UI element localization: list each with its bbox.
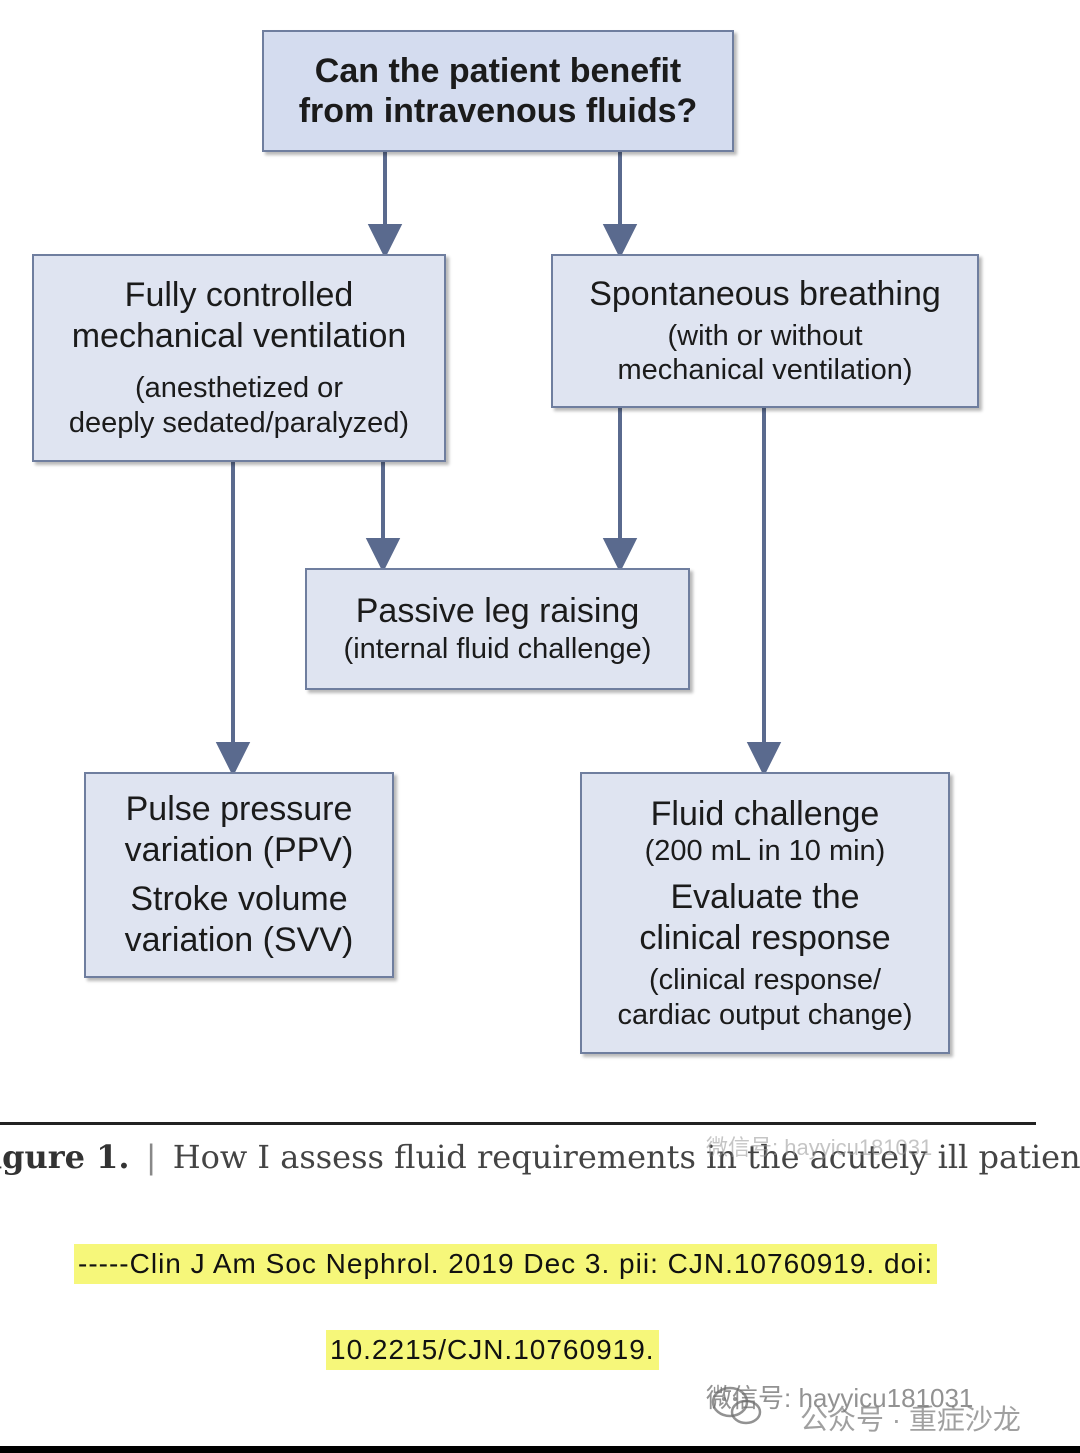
- evaluate-note-1: (clinical response/: [648, 963, 882, 996]
- caption-text: How I assess fluid requirements in the a…: [172, 1138, 1080, 1176]
- fluid-challenge-title: Fluid challenge: [650, 794, 880, 833]
- bottom-watermark-account: 公众号 · 重症沙龙: [800, 1404, 1021, 1435]
- citation-line-1: -----Clin J Am Soc Nephrol. 2019 Dec 3. …: [74, 1244, 938, 1284]
- bottom-watermark-id: 微信号: hayyicu181031: [706, 1383, 974, 1413]
- fully-controlled-box: Fully controlled mechanical ventilation …: [32, 254, 446, 462]
- flow-arrows: [215, 152, 782, 777]
- figure-label: igure 1.: [0, 1138, 130, 1176]
- svv-line-2: variation (SVV): [124, 920, 354, 959]
- caption-divider: [0, 1122, 1036, 1125]
- spontaneous-breathing-box: Spontaneous breathing (with or without m…: [551, 254, 979, 408]
- evaluate-note-2: cardiac output change): [617, 998, 913, 1031]
- passive-leg-note: (internal fluid challenge): [343, 633, 652, 665]
- spontaneous-note-1: (with or without: [667, 319, 863, 352]
- evaluate-line-1: Evaluate the: [670, 878, 860, 917]
- passive-leg-raising-box: Passive leg raising (internal fluid chal…: [305, 568, 690, 690]
- spontaneous-title: Spontaneous breathing: [589, 274, 941, 313]
- caption-separator: |: [145, 1138, 157, 1176]
- passive-leg-title: Passive leg raising: [355, 592, 640, 631]
- fully-controlled-title-1: Fully controlled: [124, 276, 354, 315]
- fully-controlled-note-1: (anesthetized or: [135, 372, 343, 404]
- svv-line-1: Stroke volume: [130, 880, 348, 918]
- fully-controlled-note-2: deeply sedated/paralyzed): [68, 406, 410, 439]
- citation-line-2: 10.2215/CJN.10760919.: [326, 1330, 659, 1370]
- spontaneous-note-2: mechanical ventilation): [617, 354, 913, 387]
- ppv-line-1: Pulse pressure: [125, 790, 353, 829]
- caption-watermark: 微信号: hayyicu181031: [706, 1135, 933, 1160]
- fluid-challenge-note: (200 mL in 10 min): [644, 835, 886, 868]
- ppv-svv-box: Pulse pressure variation (PPV) Stroke vo…: [84, 772, 394, 978]
- figure-caption: igure 1. | How I assess fluid requiremen…: [0, 1138, 1080, 1176]
- question-box: Can the patient benefit from intravenous…: [262, 30, 734, 152]
- fluid-challenge-box: Fluid challenge (200 mL in 10 min) Evalu…: [580, 772, 950, 1054]
- evaluate-line-2: clinical response: [639, 919, 891, 957]
- fully-controlled-title-2: mechanical ventilation: [71, 317, 407, 356]
- question-line-2: from intravenous fluids?: [298, 92, 698, 130]
- ppv-line-2: variation (PPV): [124, 831, 354, 870]
- wechat-icon: [711, 1386, 762, 1425]
- question-line-1: Can the patient benefit: [314, 51, 682, 90]
